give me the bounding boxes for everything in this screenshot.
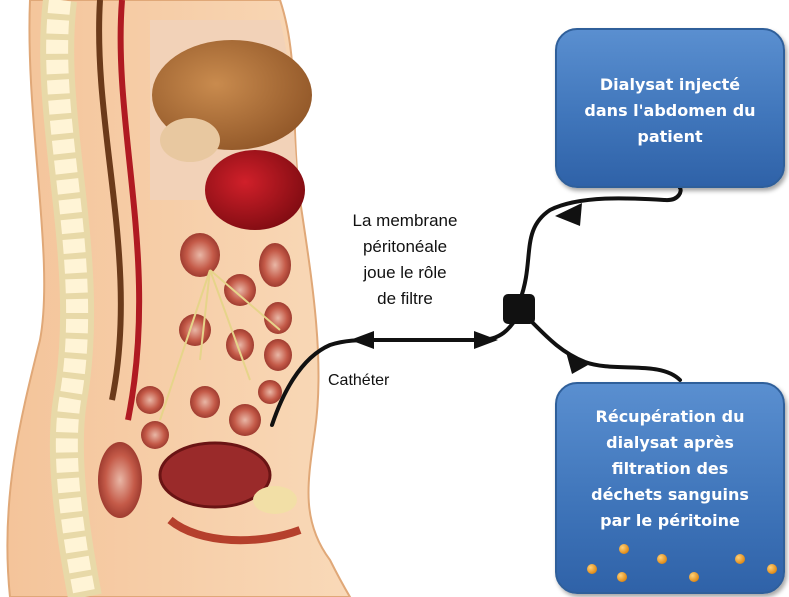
injection-line-2: dans l'abdomen du <box>584 98 755 124</box>
membrane-line-3: joue le rôle <box>330 260 480 286</box>
membrane-label: La membrane péritonéale joue le rôle de … <box>330 208 480 312</box>
recovery-box: Récupération du dialysat après filtratio… <box>555 382 785 594</box>
connector-valve <box>503 294 535 324</box>
waste-particle <box>735 554 745 564</box>
injection-box: Dialysat injecté dans l'abdomen du patie… <box>555 28 785 188</box>
membrane-line-4: de filtre <box>330 286 480 312</box>
heart <box>205 150 305 230</box>
injection-line-3: patient <box>637 124 702 150</box>
membrane-line-1: La membrane <box>330 208 480 234</box>
waste-particle <box>587 564 597 574</box>
waste-particle <box>619 544 629 554</box>
waste-particle <box>617 572 627 582</box>
waste-particle <box>657 554 667 564</box>
injection-line-1: Dialysat injecté <box>600 72 740 98</box>
waste-particles <box>557 384 783 592</box>
membrane-line-2: péritonéale <box>330 234 480 260</box>
pubic-bone <box>253 486 297 514</box>
stomach <box>160 118 220 162</box>
catheter-label: Cathéter <box>328 372 389 390</box>
waste-particle <box>767 564 777 574</box>
waste-particle <box>689 572 699 582</box>
